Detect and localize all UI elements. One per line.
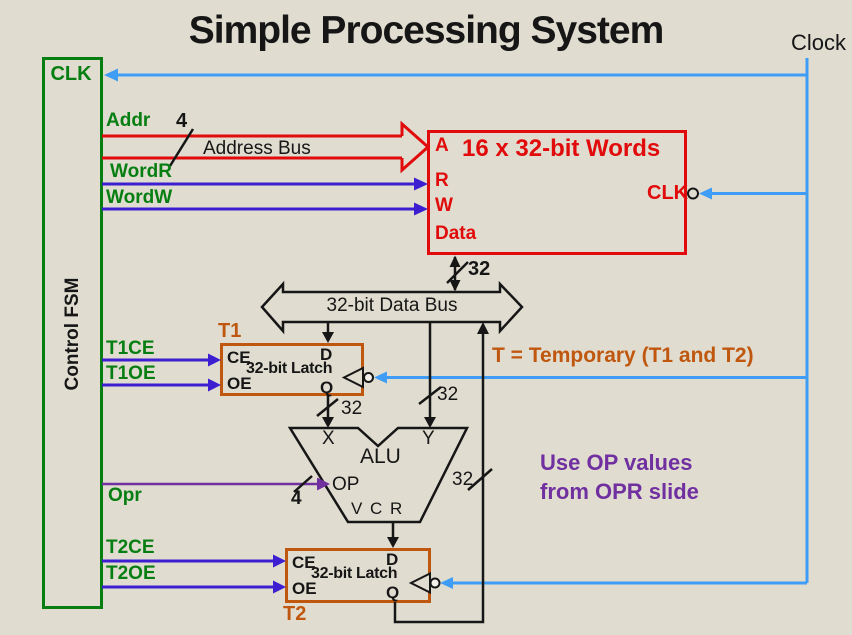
t1oe-arrowhead (208, 378, 221, 392)
memory-port-w: W (435, 195, 453, 216)
signal-label-t2ce: T2CE (106, 537, 155, 558)
page-title: Simple Processing System (188, 9, 665, 52)
opr-arrowhead (317, 477, 330, 491)
signal-label-opr: Opr (108, 485, 142, 506)
feedback-width-label: 32 (452, 469, 474, 490)
t1ce-arrowhead (208, 353, 221, 367)
t1-oe-label: OE (227, 374, 252, 393)
data-bus-label: 32-bit Data Bus (326, 295, 458, 316)
wordw-arrowhead (414, 202, 428, 216)
t2-name-label: 32-bit Latch (311, 565, 398, 582)
alu-op-label: OP (332, 474, 360, 495)
signal-label-addr: Addr (106, 110, 151, 131)
t1-tristate-triangle-icon (341, 366, 364, 389)
memory-port-a: A (435, 135, 449, 156)
data-bus-shape (260, 280, 524, 335)
addr-width-slash (168, 128, 195, 167)
t1q-to-x-arrowhead (322, 417, 334, 428)
clock-t2-arrowhead (440, 577, 453, 589)
fsm-clk-label: CLK (50, 63, 92, 85)
address-bus-lines (102, 134, 402, 160)
note-op-line2: from OPR slide (540, 479, 699, 504)
t2-ce-label: CE (292, 553, 316, 572)
t2-tristate-triangle-icon (408, 571, 431, 595)
opr-width-label: 4 (291, 488, 302, 509)
memory-clk-bubble-icon (687, 187, 699, 200)
wordr-arrowhead (414, 177, 428, 191)
memory-data-width-label: 32 (468, 258, 491, 280)
clock-t1-arrowhead (374, 371, 387, 384)
signal-label-wordw: WordW (106, 187, 173, 208)
t1-out-width-label: 32 (341, 398, 363, 419)
alu-r-to-t2d-arrowhead (387, 537, 399, 548)
addr-width-label: 4 (176, 110, 188, 132)
t1-out-width-slash (316, 398, 339, 417)
t2-tag: T2 (283, 603, 307, 625)
note-temporary: T = Temporary (T1 and T2) (492, 344, 754, 367)
signal-label-wordr: WordR (110, 161, 172, 182)
alu-shape (287, 426, 470, 524)
t1-q-label: Q (320, 378, 334, 397)
bus-to-t1d-arrowhead (322, 332, 334, 343)
clock-label: Clock (791, 30, 847, 55)
control-fsm-box (42, 57, 103, 609)
t2-q-label: Q (386, 583, 400, 602)
memory-data-width-slash (446, 261, 469, 284)
memory-port-clk: CLK (647, 182, 689, 204)
memory-data-down-arrowhead (449, 280, 461, 292)
t2-d-label: D (386, 550, 399, 569)
note-op-line1: Use OP values (540, 450, 693, 475)
signal-label-t1ce: T1CE (106, 338, 155, 359)
memory-port-r: R (435, 170, 449, 191)
address-bus-arrowhead (400, 120, 431, 174)
clock-memory-arrowhead (699, 187, 712, 200)
memory-data-up-arrowhead (449, 255, 461, 267)
t1-d-label: D (320, 345, 333, 364)
clock-fsm-arrowhead (104, 68, 118, 82)
opr-width-slash (293, 475, 313, 493)
t1-tag: T1 (218, 320, 242, 342)
fsm-name-label: Control FSM (62, 277, 84, 391)
t2-tristate-bubble-icon (429, 577, 441, 589)
feedback-width-slash (467, 468, 493, 491)
alu-y-label: Y (422, 428, 435, 449)
t1-name-label: 32-bit Latch (246, 360, 333, 377)
signal-label-t1oe: T1OE (106, 363, 156, 384)
t1-ce-label: CE (227, 348, 251, 367)
t2ce-arrowhead (273, 554, 286, 568)
t1-tristate-bubble-icon (363, 372, 374, 383)
y-width-slash (418, 386, 442, 405)
address-bus-label: Address Bus (203, 138, 311, 159)
alu-name-label: ALU (360, 445, 401, 468)
y-width-label: 32 (437, 384, 459, 405)
memory-port-data: Data (435, 223, 477, 244)
t2q-feedback-arrowhead (477, 322, 489, 334)
t2-oe-label: OE (292, 579, 317, 598)
memory-box (427, 130, 687, 255)
alu-x-label: X (322, 428, 335, 449)
signal-label-t2oe: T2OE (106, 563, 156, 584)
bus-to-y-arrowhead (424, 417, 436, 428)
alu-flags-label: V C R (351, 499, 404, 518)
t2oe-arrowhead (273, 580, 286, 594)
memory-title: 16 x 32-bit Words (462, 135, 661, 162)
